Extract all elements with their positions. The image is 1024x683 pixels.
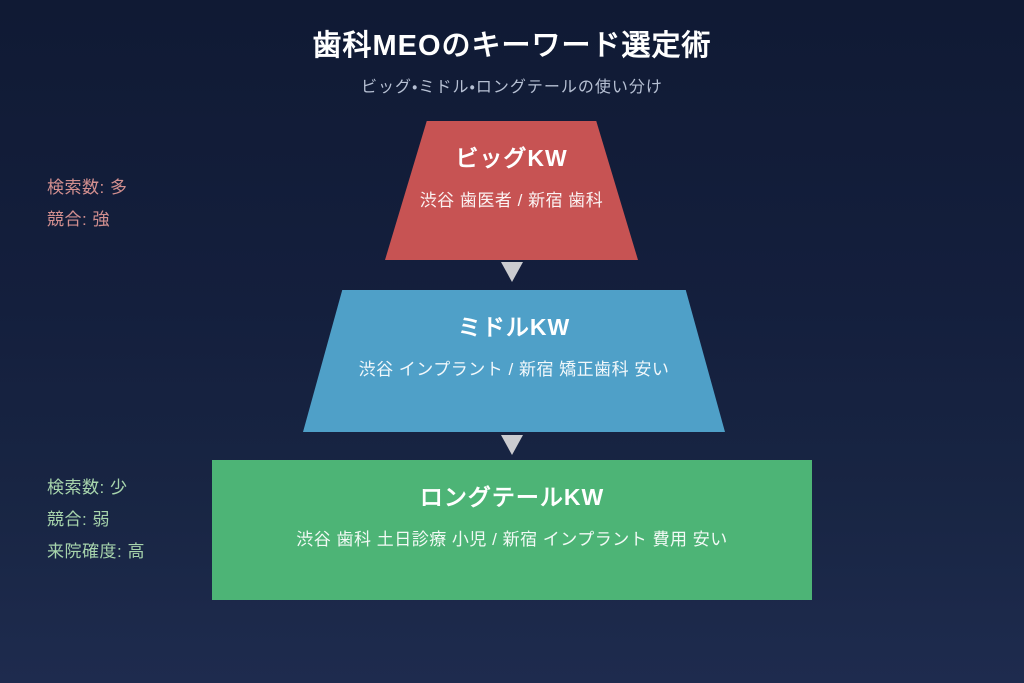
page-title: 歯科MEOのキーワード選定術 <box>312 30 712 62</box>
funnel-level-keywords: 渋谷 インプラント / 新宿 矯正歯科 安い <box>358 360 670 379</box>
funnel-level-keywords: 渋谷 歯科 土日診療 小児 / 新宿 インプラント 費用 安い <box>296 530 728 549</box>
page-subtitle: ビッグ・ミドル・ロングテールの使い分け <box>361 79 663 96</box>
funnel-level-keywords: 渋谷 歯医者 / 新宿 歯科 <box>419 191 604 210</box>
annotation-longtail-kw: 検索数: 少 競合: 弱 来院確度: 高 <box>47 472 145 568</box>
arrow-down-icon <box>501 435 523 455</box>
annotation-line-competition: 競合: 弱 <box>47 510 110 529</box>
funnel-level-longtail-kw: ロングテールKW 渋谷 歯科 土日診療 小児 / 新宿 インプラント 費用 安い <box>212 460 812 600</box>
funnel-level-title: ビッグKW <box>455 145 568 171</box>
annotation-line-search-volume: 検索数: 多 <box>47 178 128 197</box>
annotation-line-search-volume: 検索数: 少 <box>47 478 128 497</box>
funnel-level-middle-kw: ミドルKW 渋谷 インプラント / 新宿 矯正歯科 安い <box>303 290 725 432</box>
annotation-line-visit-probability: 来院確度: 高 <box>47 542 145 561</box>
annotation-line-competition: 競合: 強 <box>47 210 110 229</box>
funnel-level-big-kw: ビッグKW 渋谷 歯医者 / 新宿 歯科 <box>385 121 638 260</box>
arrow-down-icon <box>501 262 523 282</box>
header: 歯科MEOのキーワード選定術 ビッグ・ミドル・ロングテールの使い分け <box>0 22 1024 97</box>
annotation-big-kw: 検索数: 多 競合: 強 <box>47 172 127 236</box>
funnel-level-title: ミドルKW <box>457 314 571 340</box>
funnel-level-title: ロングテールKW <box>419 484 605 510</box>
